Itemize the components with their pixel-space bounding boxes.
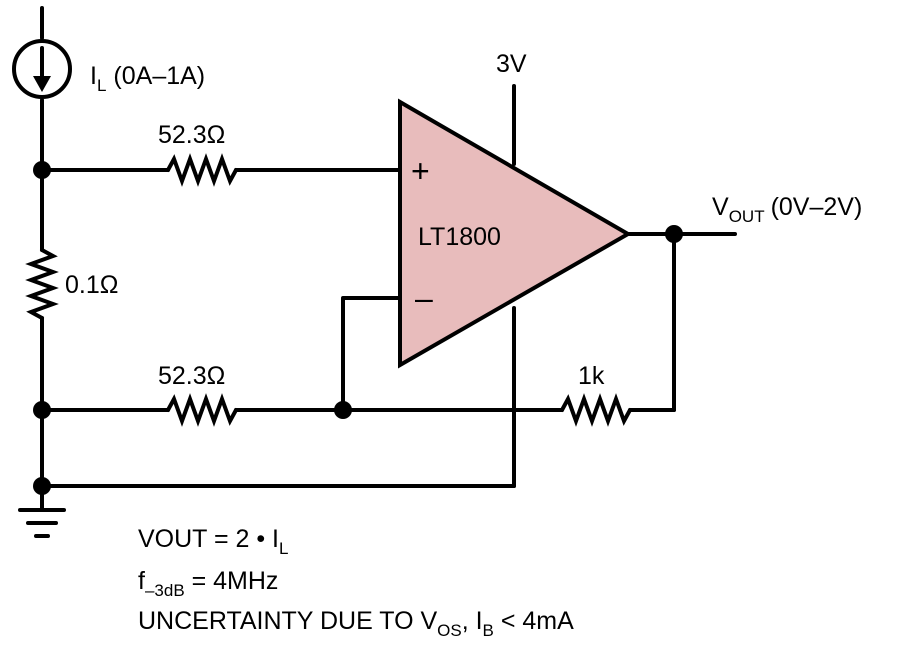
resistor-feedback [560,393,632,427]
junction-node [33,161,51,179]
r-top-label: 52.3Ω [158,121,225,149]
junction-node [33,401,51,419]
junction-node [665,225,683,243]
resistor-top [166,153,238,187]
source-label: IL(0A–1A) [90,62,205,95]
junction-node [33,477,51,495]
minus-input-wire [341,296,402,412]
plus-input-label: + [411,153,430,189]
supply-label: 3V [496,50,527,78]
note-bandwidth: f–3dB = 4MHz [138,567,278,600]
junction-node [334,401,352,419]
ground-symbol [18,508,66,538]
r-bottom-label: 52.3Ω [158,362,225,390]
opamp-body [398,98,633,369]
resistor-sense [25,248,59,320]
note-uncertainty: UNCERTAINTY DUE TO VOS, IB < 4mA [138,607,574,640]
current-source-circle [12,39,72,99]
note-gain: VOUT = 2 • IL [138,525,288,558]
current-source [12,39,72,99]
vout-label: VOUT(0V–2V) [712,193,862,226]
resistor-bottom [166,393,238,427]
r-feedback-label: 1k [578,362,605,390]
current-source-arrowhead [33,76,51,92]
r-sense-label: 0.1Ω [65,271,118,299]
opamp-part-label: LT1800 [418,223,501,251]
minus-input-label: – [415,280,433,316]
